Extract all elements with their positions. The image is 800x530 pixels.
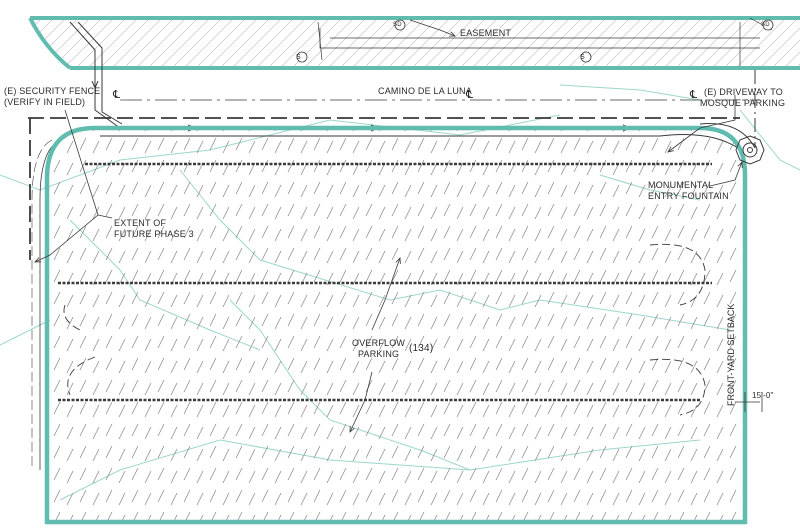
driveway-label: (E) DRIVEWAY TO [704,87,784,97]
parking-count-label: (134) [409,343,434,354]
setback-label: FRONT-YARD SETBACK [726,303,736,406]
easement-strip [28,16,800,70]
sewer-manhole-label: S [580,54,585,61]
fountain-label-line2: ENTRY FOUNTAIN [648,191,729,201]
overflow-parking-area [44,125,748,525]
security-fence-note: (VERIFY IN FIELD) [4,97,86,107]
security-fence-label: (E) SECURITY FENCE [4,86,101,96]
road-name-label: CAMINO DE LA LUNA [378,86,472,96]
phase-extent-label-line2: FUTURE PHASE 3 [114,229,194,239]
centerline-icon: ℄ [466,88,474,101]
entry-fountain-icon [735,135,765,165]
fountain-label: MONUMENTAL [648,180,714,190]
centerline-icon: ℄ [690,88,698,101]
setback-dimension-label: 15'-0" [752,391,774,400]
storm-drain-label: SD [393,22,402,28]
driveway-label-line2: MOSQUE PARKING [700,98,786,108]
leader-lines [35,95,763,432]
sewer-manhole-label: S [296,54,301,61]
manhole-symbols [296,19,774,63]
storm-drain-label: SD [761,22,770,28]
centerline-icon: ℄ [113,88,121,101]
phase-extent-label: EXTENT OF [114,218,167,228]
overflow-parking-label-line2: PARKING [358,349,400,359]
easement-label: EASEMENT [460,28,512,38]
overflow-parking-label: OVERFLOW [352,338,406,348]
